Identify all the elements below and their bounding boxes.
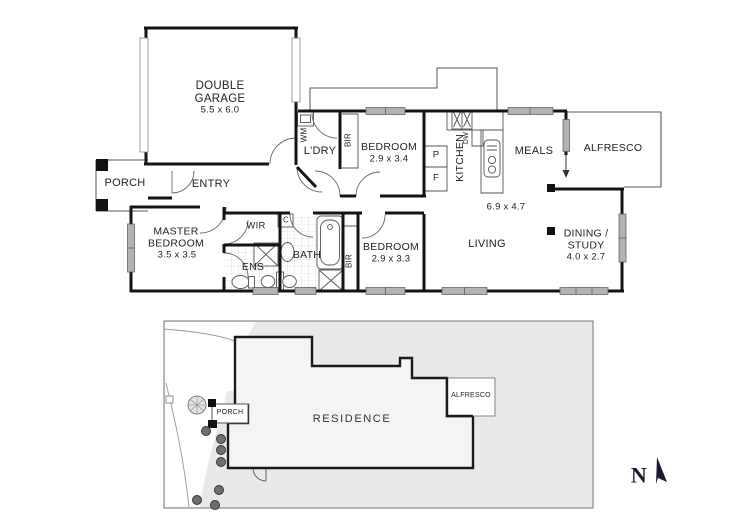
north-arrow-icon [656,457,667,484]
room-label-alfresco: ALFRESCO [583,142,643,155]
room-label-porch: PORCH [104,176,146,189]
dim-label-living-zone: 6.9 x 4.7 [486,201,526,213]
alfresco-outline [566,111,662,188]
windows [127,107,627,295]
room-label-garage: DOUBLE GARAGE [194,80,246,105]
garage-windows [139,37,301,153]
site-path-curves [163,328,236,508]
label-bir-front: BIR [343,132,353,148]
room-label-bath: BATH [292,249,322,262]
site-porch-box [211,403,249,424]
wall-posts [96,159,555,235]
label-cupboard: C [282,215,290,225]
label-washing-machine: WM [299,127,309,143]
label-bir-rear: BIR [344,253,354,269]
room-label-bedroom1: BEDROOM [360,141,418,154]
site-gate-arc [252,468,267,482]
room-label-dining: DINING / STUDY [563,227,609,251]
label-pantry: P [432,149,440,161]
room-label-laundry: L'DRY [303,144,337,157]
dim-label-garage: 5.5 x 6.0 [200,104,240,116]
site-label-porch: PORCH [216,409,244,417]
label-dishwasher: DW [463,131,471,145]
sliding-door-arrow [562,153,570,178]
roofline-outline [309,67,498,111]
dim-label-bedroom2: 2.9 x 3.3 [371,253,411,265]
site-plan [163,320,594,510]
dim-label-master: 3.5 x 3.5 [157,249,197,261]
site-marker-square [165,395,174,404]
label-fridge: F [432,172,440,184]
room-label-entry: ENTRY [191,177,231,190]
room-label-bedroom2: BEDROOM [362,241,420,254]
site-alfresco-box [446,377,496,417]
room-label-meals: MEALS [514,144,554,157]
door-arcs [171,112,386,278]
site-tree [187,395,207,415]
room-label-master: MASTER BEDROOM [147,225,205,249]
site-label-alfresco: ALFRESCO [451,392,491,400]
site-shrubs [192,426,226,510]
north-label: N [630,462,648,488]
dim-label-bedroom1: 2.9 x 3.4 [369,153,409,165]
room-label-ens: ENS [241,261,265,274]
dim-label-dining: 4.0 x 2.7 [566,251,606,263]
site-label-residence: RESIDENCE [312,412,392,425]
room-label-living: LIVING [468,237,506,250]
site-driveway [165,322,256,507]
room-label-wir: WIR [246,220,266,232]
